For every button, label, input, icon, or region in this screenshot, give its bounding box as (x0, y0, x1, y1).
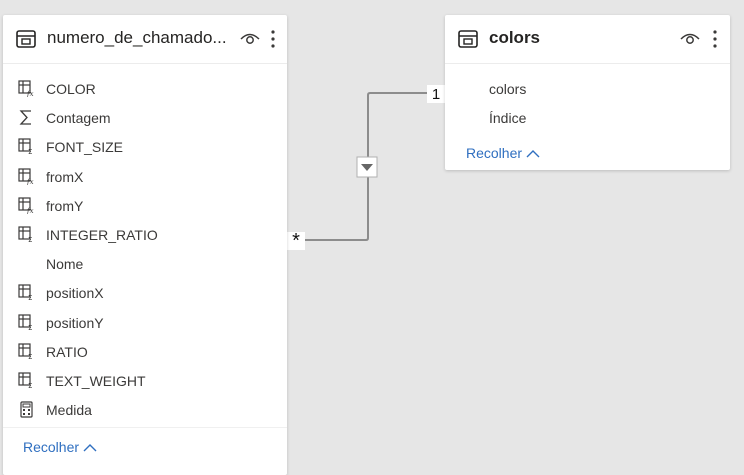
calculated-column-icon: fx (18, 167, 34, 185)
column-icon: Σ (18, 284, 32, 301)
collapse-button[interactable]: Recolher (466, 145, 540, 161)
table-title: numero_de_chamado... (47, 28, 227, 47)
eye-icon[interactable] (680, 31, 700, 47)
field-label: Nome (46, 256, 84, 273)
svg-text:Σ: Σ (28, 294, 32, 301)
field-label: Contagem (46, 110, 111, 127)
field-color[interactable]: fx COLOR (3, 74, 287, 103)
field-label: positionY (46, 314, 104, 331)
field-label: INTEGER_RATIO (46, 226, 158, 243)
field-label: Índice (489, 110, 527, 127)
field-text-weight[interactable]: Σ TEXT_WEIGHT (3, 366, 287, 395)
svg-text:Σ: Σ (28, 236, 32, 243)
divider (3, 427, 287, 428)
field-ratio[interactable]: Σ RATIO (3, 337, 287, 366)
field-list: colors Índice (445, 74, 730, 132)
field-list: fx COLOR Contagem Σ FONT_SIZE (3, 74, 287, 424)
field-nome[interactable]: Nome (3, 249, 287, 278)
field-fromx[interactable]: fx fromX (3, 162, 287, 191)
column-icon: Σ (18, 138, 32, 155)
field-label: COLOR (46, 81, 96, 97)
svg-text:Σ: Σ (28, 353, 32, 360)
chevron-up-icon (526, 149, 540, 157)
column-icon: Σ (18, 313, 32, 331)
table-card-header[interactable]: colors (445, 15, 730, 64)
calculator-icon (20, 401, 33, 418)
svg-text:fx: fx (26, 90, 34, 97)
field-label: positionX (46, 285, 104, 302)
field-label: colors (489, 81, 527, 97)
calculated-column-icon: fx (18, 80, 34, 97)
cardinality-many-marker: * (287, 230, 305, 252)
column-icon: Σ (18, 343, 32, 360)
more-options-icon[interactable] (711, 29, 719, 49)
field-positiony[interactable]: Σ positionY (3, 308, 287, 337)
table-card-colors[interactable]: colors colors Índice Recolher (445, 15, 730, 170)
chevron-up-icon (83, 443, 97, 451)
field-label: RATIO (46, 343, 88, 360)
field-positionx[interactable]: Σ positionX (3, 278, 287, 307)
field-label: FONT_SIZE (46, 139, 124, 156)
more-options-icon[interactable] (269, 29, 277, 49)
column-icon: Σ (18, 226, 32, 243)
table-title: colors (489, 28, 541, 47)
field-label: fromX (46, 168, 84, 185)
field-fromy[interactable]: fx fromY (3, 191, 287, 220)
field-label: fromY (46, 197, 84, 214)
field-integer-ratio[interactable]: Σ INTEGER_RATIO (3, 220, 287, 249)
eye-icon[interactable] (240, 31, 260, 47)
svg-text:fx: fx (26, 207, 34, 214)
field-indice[interactable]: Índice (445, 103, 730, 132)
filter-direction-arrow-icon (361, 164, 373, 171)
svg-text:Σ: Σ (28, 382, 32, 389)
field-medida[interactable]: Medida (3, 395, 287, 424)
cardinality-one-marker: 1 (427, 85, 445, 103)
field-contagem[interactable]: Contagem (3, 103, 287, 132)
field-colors[interactable]: colors (445, 74, 730, 103)
calculated-column-icon: fx (18, 197, 34, 214)
table-icon (16, 30, 36, 48)
svg-text:Σ: Σ (28, 148, 32, 155)
table-card-numero-de-chamados[interactable]: numero_de_chamado... fx COLOR (3, 15, 287, 475)
svg-text:fx: fx (26, 178, 34, 185)
field-label: Medida (46, 402, 92, 419)
svg-text:Σ: Σ (28, 324, 32, 331)
column-icon: Σ (18, 372, 32, 389)
field-font-size[interactable]: Σ FONT_SIZE (3, 132, 287, 161)
table-card-header[interactable]: numero_de_chamado... (3, 15, 287, 64)
field-label: TEXT_WEIGHT (46, 372, 146, 389)
collapse-label: Recolher (23, 439, 80, 455)
collapse-label: Recolher (466, 145, 523, 161)
table-icon (458, 30, 478, 48)
collapse-button[interactable]: Recolher (23, 439, 97, 455)
sigma-icon (19, 110, 31, 125)
